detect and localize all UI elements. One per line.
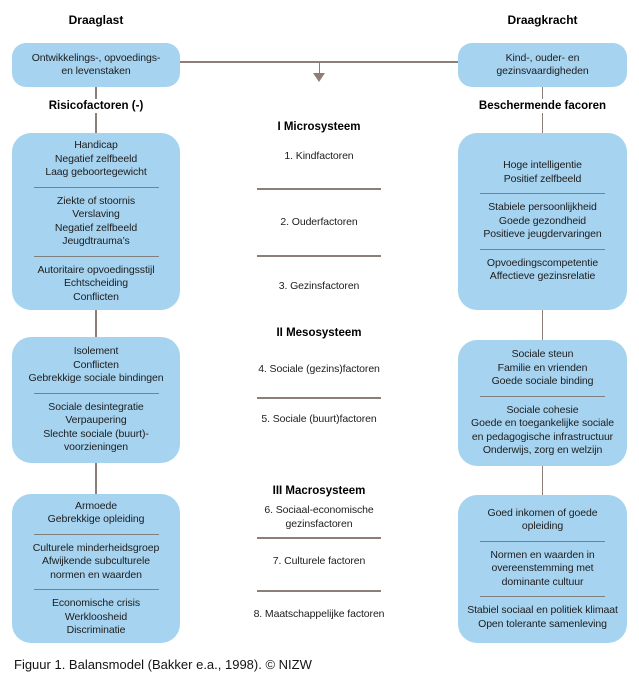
mid-divider [257,537,381,539]
macrosystem-header: III Macrosysteem [272,485,366,497]
arrow-stub [318,61,320,74]
mid-divider [257,255,381,257]
mid-item-kindfactoren: 1. Kindfactoren [284,150,354,162]
risk-box-microsystem: Handicap Negatief zelfbeeld Laag geboort… [12,133,180,310]
section-divider [33,589,159,590]
left-connector-3 [95,463,97,494]
mid-item-ouderfactoren: 2. Ouderfactoren [280,216,358,228]
figure-caption: Figuur 1. Balansmodel (Bakker e.a., 1998… [14,657,312,672]
demands-top-box: Ontwikkelings-, opvoedings- en levenstak… [12,43,180,87]
risk-culturele-text: Culturele minderheidsgroep Afwijkende su… [32,541,160,581]
mid-item-sociale-gezinsfactoren: 4. Sociale (gezins)factoren [258,363,380,375]
protective-box-mesosystem: Sociale steun Familie en vrienden Goede … [458,340,627,466]
left-column-header: Draaglast [68,13,124,27]
risk-sociale-buurtfactoren-text: Sociale desintegratie Verpaupering Slech… [43,400,149,454]
capacity-top-box: Kind-, ouder- en gezinsvaardigheden [458,43,627,87]
section-divider [480,248,605,250]
protective-subheader: Beschermende facoren [474,99,611,113]
protective-maatschappelijk-text: Stabiel sociaal en politiek klimaat Open… [467,604,618,630]
section-divider [33,255,159,257]
section-divider [480,193,605,195]
left-connector-2 [95,310,97,337]
section-divider [33,392,159,394]
risk-box-macrosystem: Armoede Gebrekkige opleiding Culturele m… [12,494,180,643]
mid-item-sociaal-economische: 6. Sociaal-economische gezinsfactoren [264,504,374,530]
protective-subheader-wrap: Beschermende facoren [458,99,627,113]
microsystem-header: I Microsysteem [277,121,361,133]
demands-top-box-text: Ontwikkelings-, opvoedings- en levenstak… [31,51,161,78]
risk-kindfactoren-text: Handicap Negatief zelfbeeld Laag geboort… [45,139,147,178]
protective-box-microsystem: Hoge intelligentie Positief zelfbeeld St… [458,133,627,310]
section-divider [480,596,605,598]
risk-gezinsfactoren-text: Autoritaire opvoedingsstijl Echtscheidin… [37,263,155,303]
protective-ouderfactoren-text: Stabiele persoonlijkheid Goede gezondhei… [483,201,602,241]
capacity-top-box-text: Kind-, ouder- en gezinsvaardigheden [496,51,589,78]
mid-divider [257,590,381,592]
risk-sociaal-economisch-text: Armoede Gebrekkige opleiding [47,499,145,526]
protective-sociale-gezinsfactoren-text: Sociale steun Familie en vrienden Goede … [491,348,594,388]
mid-item-gezinsfactoren: 3. Gezinsfactoren [278,280,360,292]
section-divider [480,540,605,542]
protective-culturele-text: Normen en waarden in overeenstemming met… [490,548,595,588]
right-connector-2 [541,310,543,340]
mid-divider [257,188,381,190]
risk-subheader: Risicofactoren (-) [44,99,148,113]
section-divider [33,186,159,188]
section-divider [33,533,159,535]
protective-gezinsfactoren-text: Opvoedingscompetentie Affectieve gezinsr… [486,256,599,283]
mid-item-culturele-factoren: 7. Culturele factoren [272,555,366,567]
mid-item-maatschappelijke-factoren: 8. Maatschappelijke factoren [253,608,385,620]
protective-sociale-buurtfactoren-text: Sociale cohesie Goede en toegankelijke s… [471,403,614,457]
risk-maatschappelijk-text: Economische crisis Werkloosheid Discrimi… [51,597,141,636]
mid-item-sociale-buurtfactoren: 5. Sociale (buurt)factoren [261,413,377,425]
risk-sociale-gezinsfactoren-text: Isolement Conflicten Gebrekkige sociale … [28,345,164,385]
protective-kindfactoren-text: Hoge intelligentie Positief zelfbeeld [503,159,582,185]
risk-ouderfactoren-text: Ziekte of stoornis Verslaving Negatief z… [54,194,138,248]
right-column-header: Draagkracht [507,13,578,27]
right-connector-3 [541,466,543,495]
risk-subheader-wrap: Risicofactoren (-) [12,99,180,113]
risk-box-mesosystem: Isolement Conflicten Gebrekkige sociale … [12,337,180,463]
section-divider [480,395,605,397]
protective-sociaal-economisch-text: Goed inkomen of goede opleiding [487,506,598,533]
arrow-down-icon [313,73,325,82]
mid-divider [257,397,381,399]
protective-box-macrosystem: Goed inkomen of goede opleiding Normen e… [458,495,627,643]
mesosystem-header: II Mesosysteem [276,327,362,339]
